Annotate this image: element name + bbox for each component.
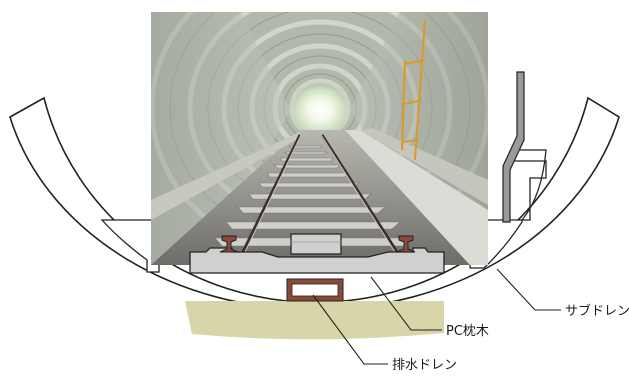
label-drain-pipe: 排水ドレン <box>392 358 457 373</box>
leader-sub-drain <box>496 268 561 311</box>
pc-sleeper <box>189 247 445 274</box>
tunnel-photo <box>151 12 488 265</box>
label-pc-sleeper: PC枕木 <box>446 324 489 339</box>
drain-pipe-opening <box>291 283 339 297</box>
sub-drain-pipe <box>502 71 525 223</box>
left-rail <box>219 235 239 253</box>
label-sub-drain: サブドレン <box>565 303 629 319</box>
leader-pc-sleeper <box>370 276 442 331</box>
ground-layer <box>185 301 444 340</box>
leader-drain-pipe <box>312 294 388 365</box>
sleeper-center-block <box>290 233 342 255</box>
right-rail <box>396 235 416 253</box>
